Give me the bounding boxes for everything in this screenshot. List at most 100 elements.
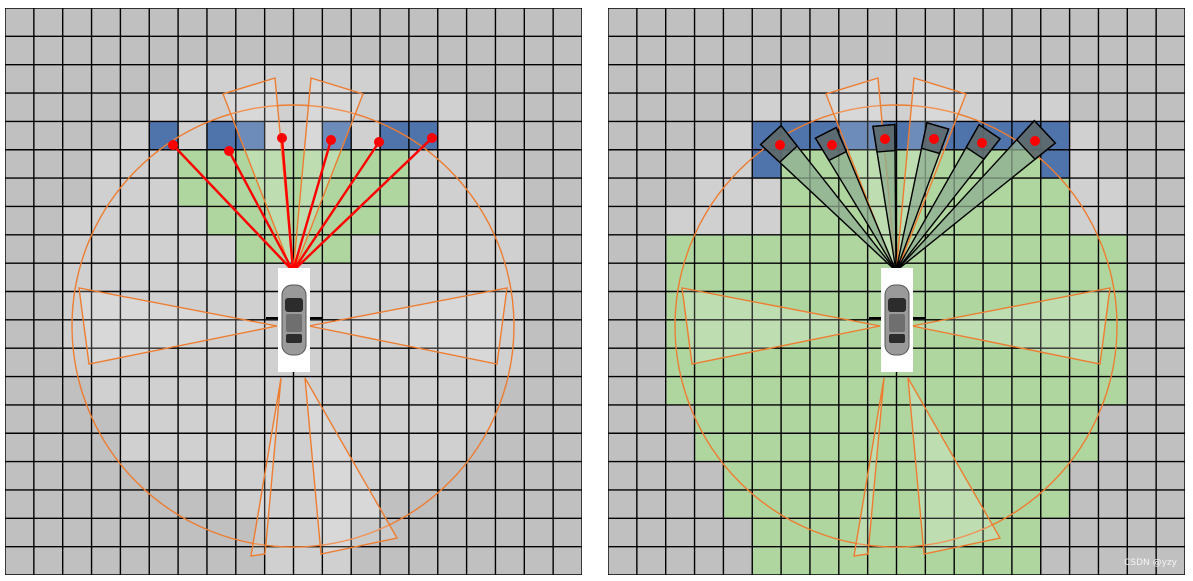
grid-cell: [553, 376, 582, 406]
grid-cell: [1011, 319, 1042, 349]
rear-left-fov: [853, 377, 885, 557]
grid-cell: [608, 64, 638, 94]
grid-cell: [437, 121, 467, 151]
grid-cell: [665, 518, 695, 547]
grid-cell: [178, 404, 208, 434]
grid-cell: [608, 8, 638, 37]
grid-cell: [1156, 64, 1185, 94]
grid-cell: [1098, 546, 1128, 575]
grid-cell: [752, 433, 782, 462]
grid-cell: [5, 93, 35, 122]
hit-point: [1030, 136, 1040, 146]
grid-cell: [1156, 36, 1185, 65]
grid-cell: [694, 36, 724, 65]
grid-cell: [954, 404, 984, 434]
grid-cell: [380, 291, 410, 321]
grid-cell: [466, 234, 496, 264]
grid-cell: [1156, 178, 1185, 207]
grid-cell: [120, 319, 150, 349]
grid-cell: [351, 348, 381, 377]
hit-point: [977, 138, 987, 148]
grid-cell: [781, 404, 811, 434]
grid-cell: [264, 36, 294, 65]
grid-cell: [293, 121, 323, 151]
grid-cell: [954, 36, 984, 65]
grid-cell: [5, 546, 35, 575]
grid-cell: [983, 348, 1013, 377]
grid-cell: [322, 36, 352, 65]
grid-cell: [149, 93, 179, 122]
grid-cell: [896, 64, 926, 94]
grid-cell: [954, 319, 984, 349]
grid-cell: [752, 546, 782, 575]
grid-cell: [466, 404, 496, 434]
grid-cell: [62, 291, 92, 321]
grid-cell: [437, 36, 467, 65]
car-windshield: [285, 298, 303, 312]
grid-cell: [665, 433, 695, 462]
grid-cell: [781, 433, 811, 462]
left-panel-ray-model: [5, 8, 582, 575]
grid-cell: [495, 348, 525, 377]
grid-cell: [178, 489, 208, 519]
grid-cell: [408, 546, 439, 575]
grid-cell: [466, 518, 496, 547]
grid-cell: [495, 291, 525, 321]
grid-cell: [351, 263, 381, 292]
grid-cell: [408, 234, 439, 264]
grid-cell: [983, 433, 1013, 462]
hit-points: [775, 134, 1040, 150]
grid-cell: [322, 546, 352, 575]
grid-cell: [408, 518, 439, 547]
grid-cell: [752, 206, 782, 236]
free-cell: [351, 149, 381, 179]
grid-cell: [33, 64, 63, 94]
grid-cell: [665, 404, 695, 434]
car-rear-window: [286, 334, 302, 343]
grid-cell: [437, 433, 467, 462]
grid-cell: [723, 376, 753, 406]
hit-point: [880, 134, 890, 144]
grid-cell: [495, 546, 525, 575]
grid-cell: [1040, 234, 1070, 264]
grid-cell: [1127, 93, 1157, 122]
free-cell: [264, 178, 294, 207]
grid-cell: [62, 36, 92, 65]
grid-cell: [553, 149, 582, 179]
grid-cell: [62, 234, 92, 264]
grid-cell: [694, 149, 724, 179]
grid-cell: [608, 376, 638, 406]
grid-cell: [293, 8, 323, 37]
grid-cell: [1127, 178, 1157, 207]
grid-cell: [752, 319, 782, 349]
hit-point: [168, 140, 178, 150]
grid-cell: [437, 263, 467, 292]
grid-cell: [380, 263, 410, 292]
grid-cell: [1127, 518, 1157, 547]
grid-cell: [437, 404, 467, 434]
grid-cell: [178, 433, 208, 462]
grid-cell: [1011, 404, 1042, 434]
grid-cell: [1098, 461, 1128, 491]
grid-cell: [524, 263, 554, 292]
grid-cell: [1127, 36, 1157, 65]
grid-cell: [1127, 376, 1157, 406]
grid-cell: [149, 36, 179, 65]
grid-cell: [608, 348, 638, 377]
grid-cell: [925, 8, 955, 37]
grid-cell: [1098, 348, 1128, 377]
grid-cell: [636, 461, 666, 491]
grid-cell: [235, 546, 265, 575]
grid-cell: [351, 36, 381, 65]
grid-cell: [838, 546, 868, 575]
grid-cell: [665, 206, 695, 236]
grid-cell: [954, 546, 984, 575]
grid-cell: [293, 64, 323, 94]
car-roof: [889, 314, 905, 332]
grid-cell: [408, 461, 439, 491]
grid-cell: [752, 93, 782, 122]
grid-cell: [608, 178, 638, 207]
grid-cell: [752, 234, 782, 264]
grid-cell: [636, 518, 666, 547]
grid-cell: [524, 8, 554, 37]
